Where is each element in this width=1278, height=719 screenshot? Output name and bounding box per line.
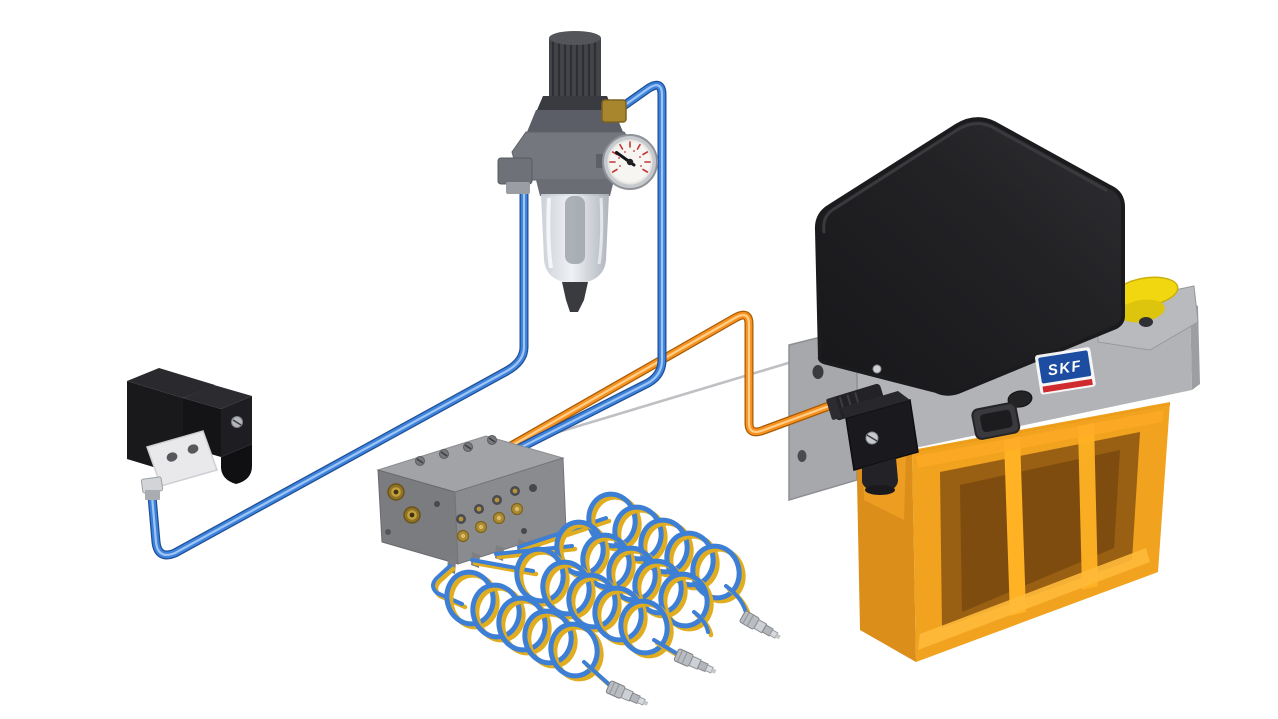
left-elbow-nut xyxy=(506,182,530,194)
air-filter-regulator xyxy=(497,31,658,312)
skf-logo-text: SKF xyxy=(1047,357,1084,379)
filter-bowl xyxy=(541,194,609,284)
nozzle-fitting-2 xyxy=(673,647,719,679)
gauge-needle-hub xyxy=(626,158,634,166)
pressure-gauge xyxy=(596,134,658,190)
manifold-top-screws xyxy=(415,435,497,466)
regulator-bonnet xyxy=(527,110,623,132)
nozzle-fitting-1 xyxy=(738,609,784,644)
connector-stub xyxy=(862,458,898,494)
reservoir-top-glint xyxy=(916,410,1164,468)
bowl-inner-element xyxy=(565,196,585,264)
switch-top-face xyxy=(127,368,215,398)
brass-elbow-fitting xyxy=(601,99,627,123)
reservoir-bottom-glow xyxy=(918,548,1150,650)
flange-hole xyxy=(1139,317,1153,327)
pressure-switch xyxy=(127,368,252,500)
switch-base-plate xyxy=(146,430,218,487)
reservoir-filler-cap-base xyxy=(1119,299,1165,323)
skf-logo: SKF xyxy=(1035,347,1096,395)
base-hole-1 xyxy=(166,452,178,462)
bowl-drain xyxy=(562,282,588,312)
manifold-front-ports xyxy=(385,484,537,543)
switch-coil-body xyxy=(221,444,252,484)
din-electrical-connector xyxy=(840,391,919,495)
band-screw xyxy=(872,364,882,374)
reservoir-rib-2 xyxy=(1078,423,1098,590)
skf-logo-badge xyxy=(1038,350,1092,384)
left-elbow-fitting xyxy=(497,157,533,185)
bowl-collar xyxy=(536,180,614,196)
oval-knob xyxy=(1007,390,1033,408)
connector-top xyxy=(183,385,252,409)
skf-logo-stripe xyxy=(1042,378,1093,393)
pump-cover-ridge-highlight xyxy=(822,122,1108,234)
oil-reservoir xyxy=(856,402,1170,662)
band-switch xyxy=(971,402,1021,440)
nozzle-fitting-3 xyxy=(605,679,651,711)
base-hole-2 xyxy=(187,444,199,454)
switch-outlet-nut xyxy=(145,490,160,500)
manifold-inlet-fittings xyxy=(387,483,421,524)
bracket-hole xyxy=(812,365,824,379)
bracket-hole-2 xyxy=(797,450,807,462)
regulator-knob xyxy=(537,31,613,110)
pump-unit: SKF xyxy=(788,117,1200,662)
reservoir-rib xyxy=(1004,437,1026,616)
pump-cover xyxy=(814,117,1125,396)
